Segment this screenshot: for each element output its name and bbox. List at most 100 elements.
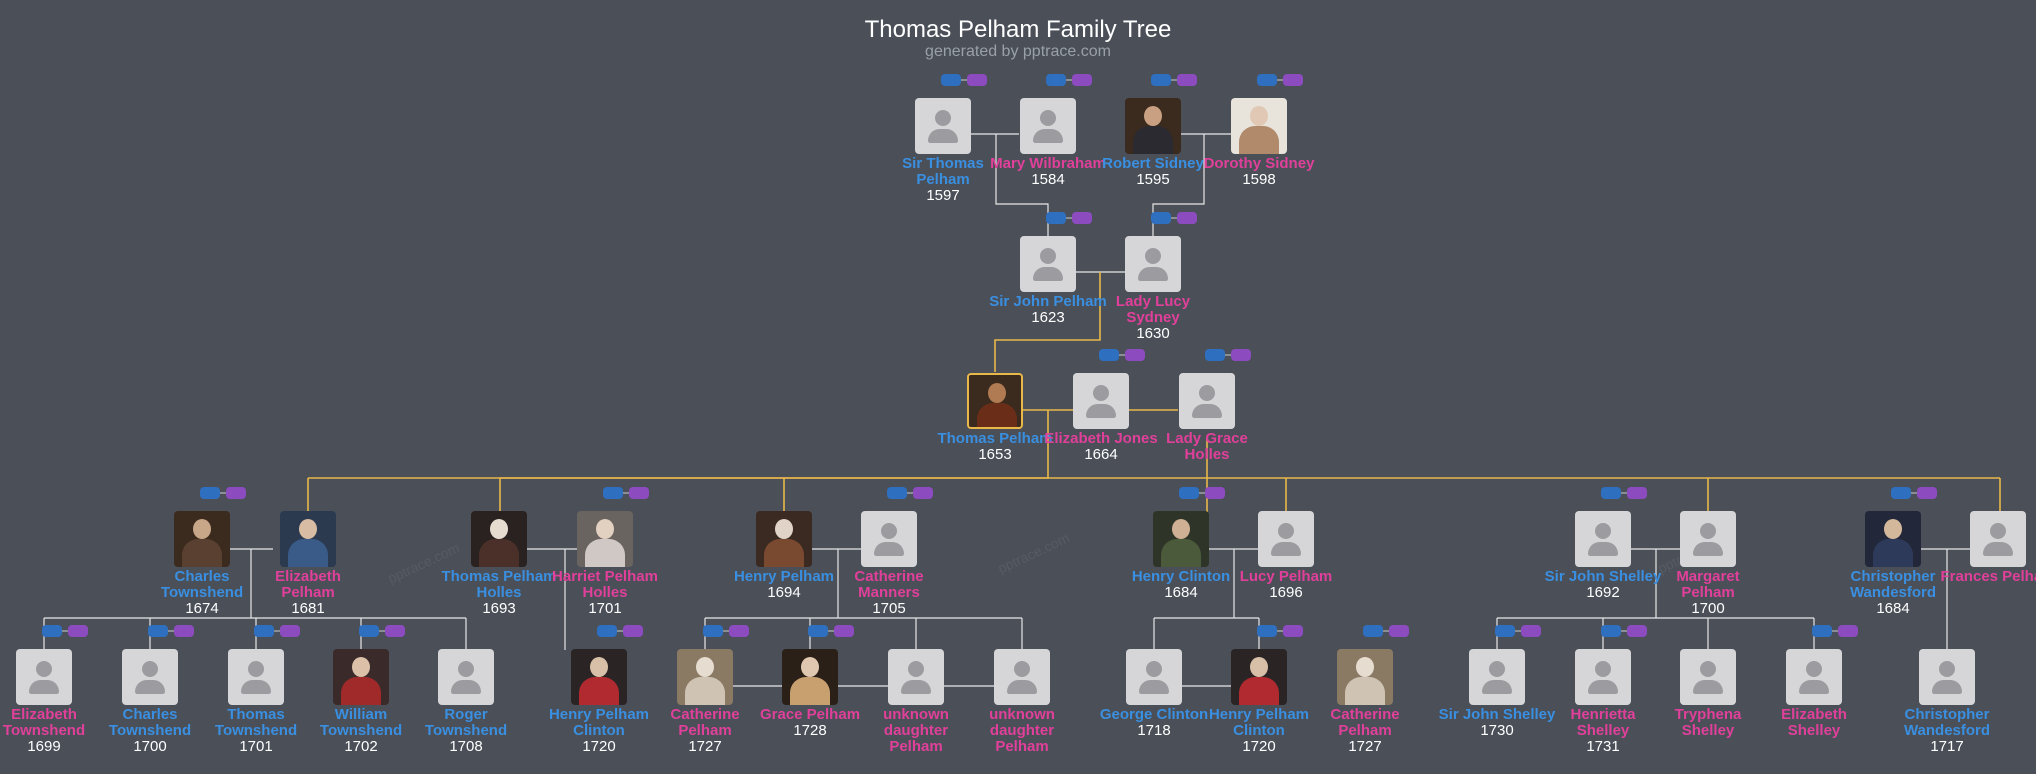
expand-relatives-button[interactable] (1521, 625, 1541, 637)
expand-relatives-button[interactable] (1627, 487, 1647, 499)
expand-relatives-button[interactable] (1072, 74, 1092, 86)
expand-parents-button[interactable] (603, 487, 623, 499)
expand-relatives-button[interactable] (1231, 349, 1251, 361)
person-elizabeth-pelham[interactable]: Elizabeth Pelham 1681 (248, 511, 368, 617)
expand-parents-button[interactable] (1495, 625, 1515, 637)
person-sir-john-shelley-jr[interactable]: Sir John Shelley 1730 (1437, 649, 1557, 739)
expand-relatives-button[interactable] (226, 487, 246, 499)
expand-parents-button[interactable] (1601, 487, 1621, 499)
expand-relatives-button[interactable] (385, 625, 405, 637)
person-george-clinton[interactable]: George Clinton 1718 (1094, 649, 1214, 739)
person-year: 1720 (1242, 738, 1276, 755)
expand-relatives-button[interactable] (623, 625, 643, 637)
expand-parents-button[interactable] (359, 625, 379, 637)
expand-relatives-button[interactable] (1072, 212, 1092, 224)
person-charles-townshend[interactable]: Charles Townshend 1674 (142, 511, 262, 617)
person-robert-sidney[interactable]: Robert Sidney 1595 (1093, 98, 1213, 188)
person-lucy-pelham[interactable]: Lucy Pelham 1696 (1226, 511, 1346, 601)
person-frances-pelham[interactable]: Frances Pelham (1938, 511, 2036, 585)
person-year: 1693 (482, 600, 516, 617)
expand-parents-button[interactable] (1891, 487, 1911, 499)
person-sir-john-shelley[interactable]: Sir John Shelley 1692 (1543, 511, 1663, 601)
person-william-townshend[interactable]: William Townshend 1702 (301, 649, 421, 755)
person-henry-pelham-clinton-2[interactable]: Henry Pelham Clinton 1720 (1199, 649, 1319, 755)
person-name: Margaret Pelham (1676, 568, 1740, 601)
expand-relatives-button[interactable] (729, 625, 749, 637)
expand-relatives-button[interactable] (1627, 625, 1647, 637)
person-christopher-wandesford[interactable]: Christopher Wandesford 1684 (1833, 511, 1953, 617)
expand-parents-button[interactable] (1046, 212, 1066, 224)
expand-parents-button[interactable] (1046, 74, 1066, 86)
page-subtitle: generated by pptrace.com (925, 43, 1111, 60)
person-catherine-manners[interactable]: Catherine Manners 1705 (829, 511, 949, 617)
person-henrietta-shelley[interactable]: Henrietta Shelley 1731 (1543, 649, 1663, 755)
expand-relatives-button[interactable] (1389, 625, 1409, 637)
person-elizabeth-jones[interactable]: Elizabeth Jones 1664 (1041, 373, 1161, 463)
expand-parents-button[interactable] (1363, 625, 1383, 637)
expand-parents-button[interactable] (42, 625, 62, 637)
expand-parents-button[interactable] (1601, 625, 1621, 637)
expand-relatives-button[interactable] (1917, 487, 1937, 499)
expand-parents-button[interactable] (1257, 625, 1277, 637)
expand-relatives-button[interactable] (1125, 349, 1145, 361)
expand-relatives-button[interactable] (68, 625, 88, 637)
expand-relatives-button[interactable] (1838, 625, 1858, 637)
expand-relatives-button[interactable] (1205, 487, 1225, 499)
expand-relatives-button[interactable] (629, 487, 649, 499)
avatar (1919, 649, 1975, 705)
expand-relatives-button[interactable] (1177, 74, 1197, 86)
expand-parents-button[interactable] (148, 625, 168, 637)
expand-parents-button[interactable] (1099, 349, 1119, 361)
expand-parents-button[interactable] (1151, 74, 1171, 86)
person-thomas-pelham-holles[interactable]: Thomas Pelham Holles 1693 (439, 511, 559, 617)
person-elizabeth-townshend[interactable]: Elizabeth Townshend 1699 (0, 649, 104, 755)
expand-parents-button[interactable] (1812, 625, 1832, 637)
person-thomas-pelham[interactable]: Thomas Pelham 1653 (935, 373, 1055, 463)
person-lady-grace-holles[interactable]: Lady Grace Holles (1147, 373, 1267, 463)
expand-parents-button[interactable] (1151, 212, 1171, 224)
person-margaret-pelham[interactable]: Margaret Pelham 1700 (1648, 511, 1768, 617)
person-tryphena-shelley[interactable]: Tryphena Shelley (1648, 649, 1768, 739)
person-lady-lucy-sydney[interactable]: Lady Lucy Sydney 1630 (1093, 236, 1213, 342)
expand-parents-button[interactable] (887, 487, 907, 499)
person-sir-john-pelham[interactable]: Sir John Pelham 1623 (988, 236, 1108, 326)
expand-parents-button[interactable] (1257, 74, 1277, 86)
person-dorothy-sidney[interactable]: Dorothy Sidney 1598 (1199, 98, 1319, 188)
person-henry-pelham[interactable]: Henry Pelham 1694 (724, 511, 844, 601)
expand-relatives-button[interactable] (1283, 74, 1303, 86)
person-catherine-pelham-2[interactable]: Catherine Pelham 1727 (1305, 649, 1425, 755)
person-unknown-daughter-1[interactable]: unknown daughter Pelham (856, 649, 976, 755)
person-roger-townshend[interactable]: Roger Townshend 1708 (406, 649, 526, 755)
person-henry-pelham-clinton[interactable]: Henry Pelham Clinton 1720 (539, 649, 659, 755)
person-unknown-daughter-2[interactable]: unknown daughter Pelham (962, 649, 1082, 755)
expand-parents-button[interactable] (597, 625, 617, 637)
expand-parents-button[interactable] (1179, 487, 1199, 499)
avatar (122, 649, 178, 705)
expand-parents-button[interactable] (1205, 349, 1225, 361)
person-name: Thomas Pelham (937, 430, 1053, 447)
person-name: Charles Townshend (108, 706, 192, 739)
expand-relatives-button[interactable] (834, 625, 854, 637)
person-sir-thomas-pelham[interactable]: Sir Thomas Pelham 1597 (883, 98, 1003, 204)
expand-relatives-button[interactable] (967, 74, 987, 86)
person-christopher-wandesford-jr[interactable]: Christopher Wandesford 1717 (1887, 649, 2007, 755)
person-elizabeth-shelley[interactable]: Elizabeth Shelley (1754, 649, 1874, 739)
expand-parents-button[interactable] (808, 625, 828, 637)
expand-relatives-button[interactable] (174, 625, 194, 637)
person-catherine-pelham[interactable]: Catherine Pelham 1727 (645, 649, 765, 755)
expand-relatives-button[interactable] (913, 487, 933, 499)
person-henry-clinton[interactable]: Henry Clinton 1684 (1121, 511, 1241, 601)
person-mary-wilbraham[interactable]: Mary Wilbraham 1584 (988, 98, 1108, 188)
person-charles-townshend-jr[interactable]: Charles Townshend 1700 (90, 649, 210, 755)
expand-parents-button[interactable] (254, 625, 274, 637)
expand-parents-button[interactable] (703, 625, 723, 637)
expand-relatives-button[interactable] (1283, 625, 1303, 637)
avatar (1179, 373, 1235, 429)
person-thomas-townshend[interactable]: Thomas Townshend 1701 (196, 649, 316, 755)
expand-parents-button[interactable] (200, 487, 220, 499)
expand-relatives-button[interactable] (280, 625, 300, 637)
expand-parents-button[interactable] (941, 74, 961, 86)
person-grace-pelham[interactable]: Grace Pelham 1728 (750, 649, 870, 739)
person-harriet-pelham-holles[interactable]: Harriet Pelham Holles 1701 (545, 511, 665, 617)
expand-relatives-button[interactable] (1177, 212, 1197, 224)
